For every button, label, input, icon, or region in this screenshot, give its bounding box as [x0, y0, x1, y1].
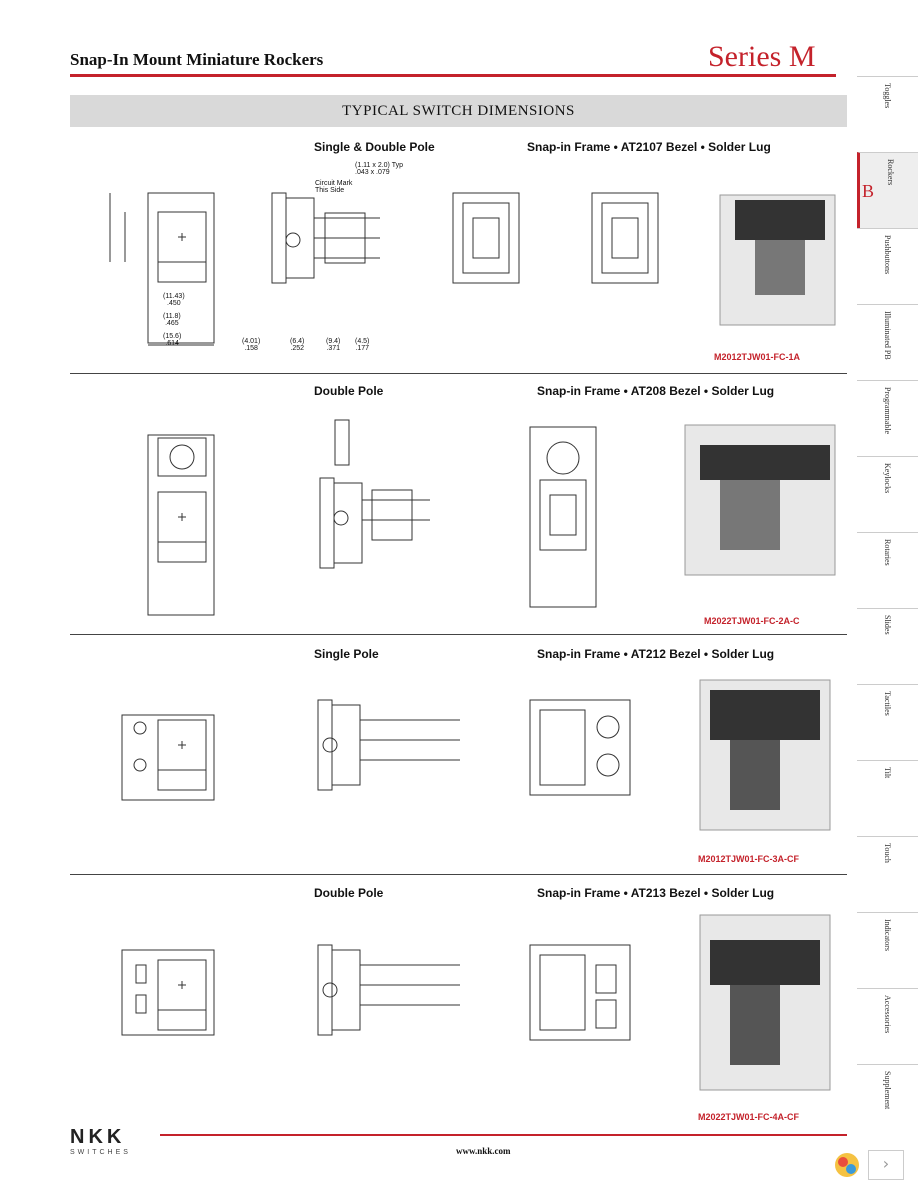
- next-page-button[interactable]: ›: [868, 1150, 904, 1180]
- nkk-logo: NKK SWITCHES: [70, 1126, 131, 1156]
- frame-view-4: [529, 944, 631, 1041]
- footer-url[interactable]: www.nkk.com: [456, 1146, 511, 1156]
- section-1-left-caption: Single & Double Pole: [314, 140, 435, 154]
- side-view-1: [271, 192, 287, 284]
- product-photo-1: [719, 194, 836, 326]
- frame-view-2: [529, 426, 597, 608]
- dim-label: (6.4) .252: [290, 338, 305, 352]
- section-1-right-caption: Snap-in Frame • AT2107 Bezel • Solder Lu…: [527, 140, 771, 154]
- header-title: Snap-In Mount Miniature Rockers: [70, 50, 324, 69]
- dim-label: (15.6) .614: [163, 333, 182, 347]
- tab-tactiles[interactable]: Tactiles: [857, 684, 918, 761]
- section-4-right-caption: Snap-in Frame • AT213 Bezel • Solder Lug: [537, 886, 775, 900]
- tab-slides[interactable]: Slides: [857, 608, 918, 685]
- brand-name: NKK: [70, 1126, 126, 1148]
- tab-indicators[interactable]: Indicators: [857, 912, 918, 989]
- tab-label: Illuminated PB: [883, 311, 892, 360]
- front-view-2: [147, 434, 215, 616]
- tab-accessories[interactable]: Accessories: [857, 988, 918, 1065]
- dim-label: Circuit Mark This Side: [315, 180, 353, 194]
- side-view-3: [317, 699, 333, 791]
- side-view-2: [319, 477, 335, 569]
- section-4-left-caption: Double Pole: [314, 886, 384, 900]
- section-3-right-caption: Snap-in Frame • AT212 Bezel • Solder Lug: [537, 647, 775, 661]
- section-divider: [70, 373, 847, 374]
- section-2-part-number: M2022TJW01-FC-2A-C: [704, 616, 800, 626]
- section-divider: [70, 634, 847, 635]
- section-3-part-number: M2012TJW01-FC-3A-CF: [698, 854, 800, 864]
- dim-label: (11.43) .450: [163, 293, 185, 307]
- tab-label: Tactiles: [883, 691, 892, 716]
- tab-supplement[interactable]: Supplement: [857, 1064, 918, 1141]
- dim-label: (4.01) .158: [242, 338, 261, 352]
- category-tabs: Toggles B Rockers Pushbuttons Illuminated…: [857, 76, 918, 1156]
- section-2-left-caption: Double Pole: [314, 384, 384, 398]
- tab-label: Tilt: [883, 767, 892, 779]
- tab-toggles[interactable]: Toggles: [857, 76, 918, 153]
- brand-subtitle: SWITCHES: [70, 1149, 131, 1156]
- tab-label: Accessories: [883, 995, 892, 1034]
- tab-rockers[interactable]: B Rockers: [857, 152, 918, 229]
- dim-label: (9.4) .371: [326, 338, 341, 352]
- tab-pushbuttons[interactable]: Pushbuttons: [857, 228, 918, 305]
- side-view-4: [317, 944, 333, 1036]
- section-3-left-caption: Single Pole: [314, 647, 379, 661]
- dim-label: (4.5) .177: [355, 338, 370, 352]
- product-photo-2: [684, 424, 836, 576]
- tab-programmable[interactable]: Programmable: [857, 380, 918, 457]
- tab-keylocks[interactable]: Keylocks: [857, 456, 918, 533]
- front-view-4: [121, 949, 215, 1036]
- product-photo-4: [699, 914, 831, 1091]
- tab-illuminated-pb[interactable]: Illuminated PB: [857, 304, 918, 381]
- tab-label: Keylocks: [883, 463, 892, 494]
- frame-view-1a: [452, 192, 520, 284]
- tab-letter: B: [862, 181, 875, 201]
- dim-label: (11.8) .465: [163, 313, 181, 327]
- tab-label: Rockers: [886, 159, 895, 186]
- tab-label: Indicators: [883, 919, 892, 951]
- tab-label: Toggles: [883, 83, 892, 109]
- product-photo-3: [699, 679, 831, 831]
- dim-label: (1.11 x 2.0) Typ .043 x .079: [355, 162, 403, 176]
- section-4-part-number: M2022TJW01-FC-4A-CF: [698, 1112, 800, 1122]
- tab-label: Pushbuttons: [883, 235, 892, 275]
- section-1-part-number: M2012TJW01-FC-1A: [714, 352, 801, 362]
- tab-touch[interactable]: Touch: [857, 836, 918, 913]
- tab-tilt[interactable]: Tilt: [857, 760, 918, 837]
- frame-view-3: [529, 699, 631, 796]
- front-view-1: [147, 192, 215, 344]
- section-2-right-caption: Snap-in Frame • AT208 Bezel • Solder Lug: [537, 384, 775, 398]
- tab-label: Supplement: [883, 1071, 892, 1110]
- section-banner: TYPICAL SWITCH DIMENSIONS: [70, 95, 847, 127]
- section-divider: [70, 874, 847, 875]
- viewer-logo-icon: [835, 1153, 859, 1177]
- tab-rotaries[interactable]: Rotaries: [857, 532, 918, 609]
- tab-label: Touch: [883, 843, 892, 863]
- series-title: Series M: [708, 40, 816, 73]
- frame-view-1b: [591, 192, 659, 284]
- front-view-3: [121, 714, 215, 801]
- header-rule: [70, 74, 836, 77]
- tab-label: Rotaries: [883, 539, 892, 566]
- tab-label: Programmable: [883, 387, 892, 435]
- footer-rule: [160, 1134, 847, 1136]
- tab-label: Slides: [883, 615, 892, 635]
